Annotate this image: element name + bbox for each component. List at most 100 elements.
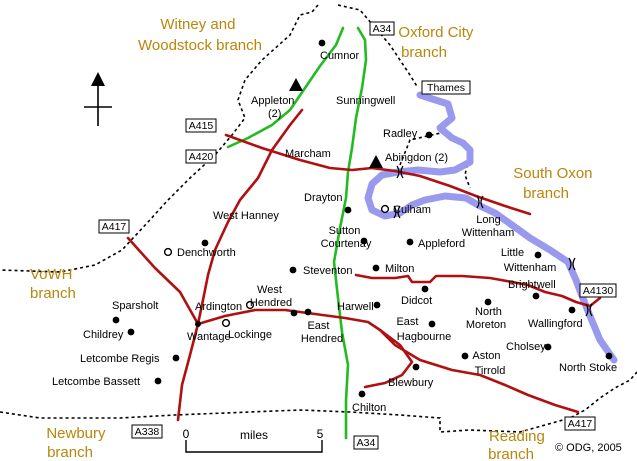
- dot-west-hendred: [290, 309, 298, 317]
- dot-little-wittenham: [534, 251, 542, 259]
- label-denchworth: Denchworth: [177, 247, 236, 259]
- dot-milton: [372, 264, 380, 272]
- label-west-hendred: West Hendred: [250, 284, 292, 309]
- dot-denchworth: [163, 247, 173, 257]
- dot-childrey: [127, 328, 135, 336]
- road-a417-centre: [196, 308, 382, 332]
- label-long-wittenham: Long Wittenham: [462, 214, 515, 239]
- bridge-markers: [393, 165, 593, 317]
- road-box: [564, 416, 596, 431]
- bridge-icon: [568, 257, 576, 271]
- dot-letcombe-regis: [172, 354, 180, 362]
- scale-label: miles: [240, 428, 268, 442]
- river-label-thames: Thames: [427, 82, 465, 94]
- bridge-icon: [393, 205, 401, 219]
- label-childrey: Childrey: [83, 329, 124, 341]
- road-box: [353, 435, 379, 450]
- road-labels: A34 A415 A420 A417 A4130 A417 A338 A34 T…: [98, 21, 617, 450]
- label-radley: Radley: [383, 128, 418, 140]
- place-dots: [112, 39, 613, 398]
- label-harwell: Harwell: [337, 301, 374, 313]
- road-a4130: [354, 273, 602, 308]
- branch-vowh: VoWH branch: [30, 266, 77, 302]
- dot-brightwell: [532, 292, 540, 300]
- label-milton: Milton: [385, 263, 414, 275]
- dot-sutton-courtenay: [360, 237, 368, 245]
- scale-end: 5: [317, 427, 324, 441]
- dot-steventon: [289, 266, 297, 274]
- label-ardington: Ardington: [195, 301, 242, 313]
- label-marcham: Marcham: [285, 148, 331, 160]
- label-chilton: Chilton: [352, 402, 386, 414]
- label-aston-tirrold: Aston Tirrold: [472, 350, 505, 377]
- copyright: © ODG, 2005: [555, 442, 622, 454]
- label-lockinge: Lockinge: [228, 329, 272, 341]
- road-label-a420: A420: [189, 151, 214, 163]
- label-abingdon: Abingdon (2): [385, 152, 448, 164]
- label-steventon: Steventon: [303, 265, 353, 277]
- road-label-a338: A338: [135, 426, 160, 438]
- branch-reading: Reading branch: [488, 428, 549, 461]
- road-label-a34-bottom: A34: [357, 437, 376, 449]
- scale-start: 0: [183, 427, 190, 441]
- boundary-west: [0, 4, 319, 273]
- label-little-wittenham: Little Wittenham: [501, 247, 556, 274]
- river-box: [421, 80, 471, 95]
- road-a338-north: [196, 108, 304, 326]
- label-appleton: Appleton: [251, 95, 294, 107]
- dot-cholsey: [544, 343, 552, 351]
- bridge-icon: [585, 303, 593, 317]
- dot-wallingford: [568, 306, 576, 314]
- label-wantage: Wantage: [187, 331, 231, 343]
- label-culham: Culham: [393, 204, 431, 216]
- road-label-a34-top: A34: [373, 23, 392, 35]
- scale-bar: 0 miles 5: [183, 427, 324, 453]
- road-b-blewbury: [363, 328, 414, 389]
- red-roads: [126, 108, 602, 422]
- label-sutton-courtenay: Sutton Courtenay: [321, 225, 372, 250]
- road-box: [579, 283, 617, 298]
- label-drayton: Drayton: [304, 192, 343, 204]
- dot-chilton: [358, 390, 366, 398]
- road-a34: [332, 26, 368, 440]
- dot-north-stoke: [605, 352, 613, 360]
- place-labels: Cumnor Appleton (2) Sunningwell Radley M…: [52, 50, 617, 414]
- label-sunningwell: Sunningwell: [336, 95, 395, 107]
- label-east-hagbourne: East Hagbourne: [396, 316, 451, 343]
- dot-east-hagbourne: [428, 320, 436, 328]
- branch-oxford-city: Oxford City branch: [398, 24, 477, 61]
- bridge-icon: [476, 195, 484, 209]
- label-appleford: Appleford: [418, 238, 465, 250]
- dot-cumnor: [318, 39, 326, 47]
- dot-ardington: [245, 300, 255, 310]
- road-a417-west: [126, 236, 200, 326]
- road-box: [185, 149, 217, 164]
- branch-south-oxon: South Oxon branch: [513, 165, 596, 202]
- label-appleton-count: (2): [268, 108, 281, 120]
- road-box: [185, 118, 217, 133]
- dot-radley: [425, 131, 433, 139]
- road-box: [98, 219, 130, 234]
- label-north-moreton: North Moreton: [466, 306, 506, 331]
- label-didcot: Didcot: [401, 295, 432, 307]
- dot-lockinge: [221, 318, 231, 328]
- dot-drayton: [344, 206, 352, 214]
- label-brightwell: Brightwell: [508, 279, 556, 291]
- triangle-marker-icon: [369, 155, 383, 168]
- label-sparsholt: Sparsholt: [112, 300, 158, 312]
- branch-newbury: Newbury branch: [46, 425, 109, 461]
- dot-didcot: [421, 285, 429, 293]
- road-label-a417-right: A417: [568, 418, 593, 430]
- bridge-icon: [396, 165, 404, 179]
- road-box: [369, 21, 395, 36]
- dot-appleford: [406, 238, 414, 246]
- branch-witney: Witney and Woodstock branch: [138, 16, 262, 54]
- open-place-dots: [163, 204, 390, 328]
- label-north-stoke: North Stoke: [559, 362, 617, 374]
- label-cumnor: Cumnor: [320, 50, 359, 62]
- north-arrow-icon: [84, 72, 112, 126]
- road-a338-south: [176, 322, 200, 422]
- road-label-a4130: A4130: [583, 285, 614, 297]
- dot-wantage: [195, 321, 201, 327]
